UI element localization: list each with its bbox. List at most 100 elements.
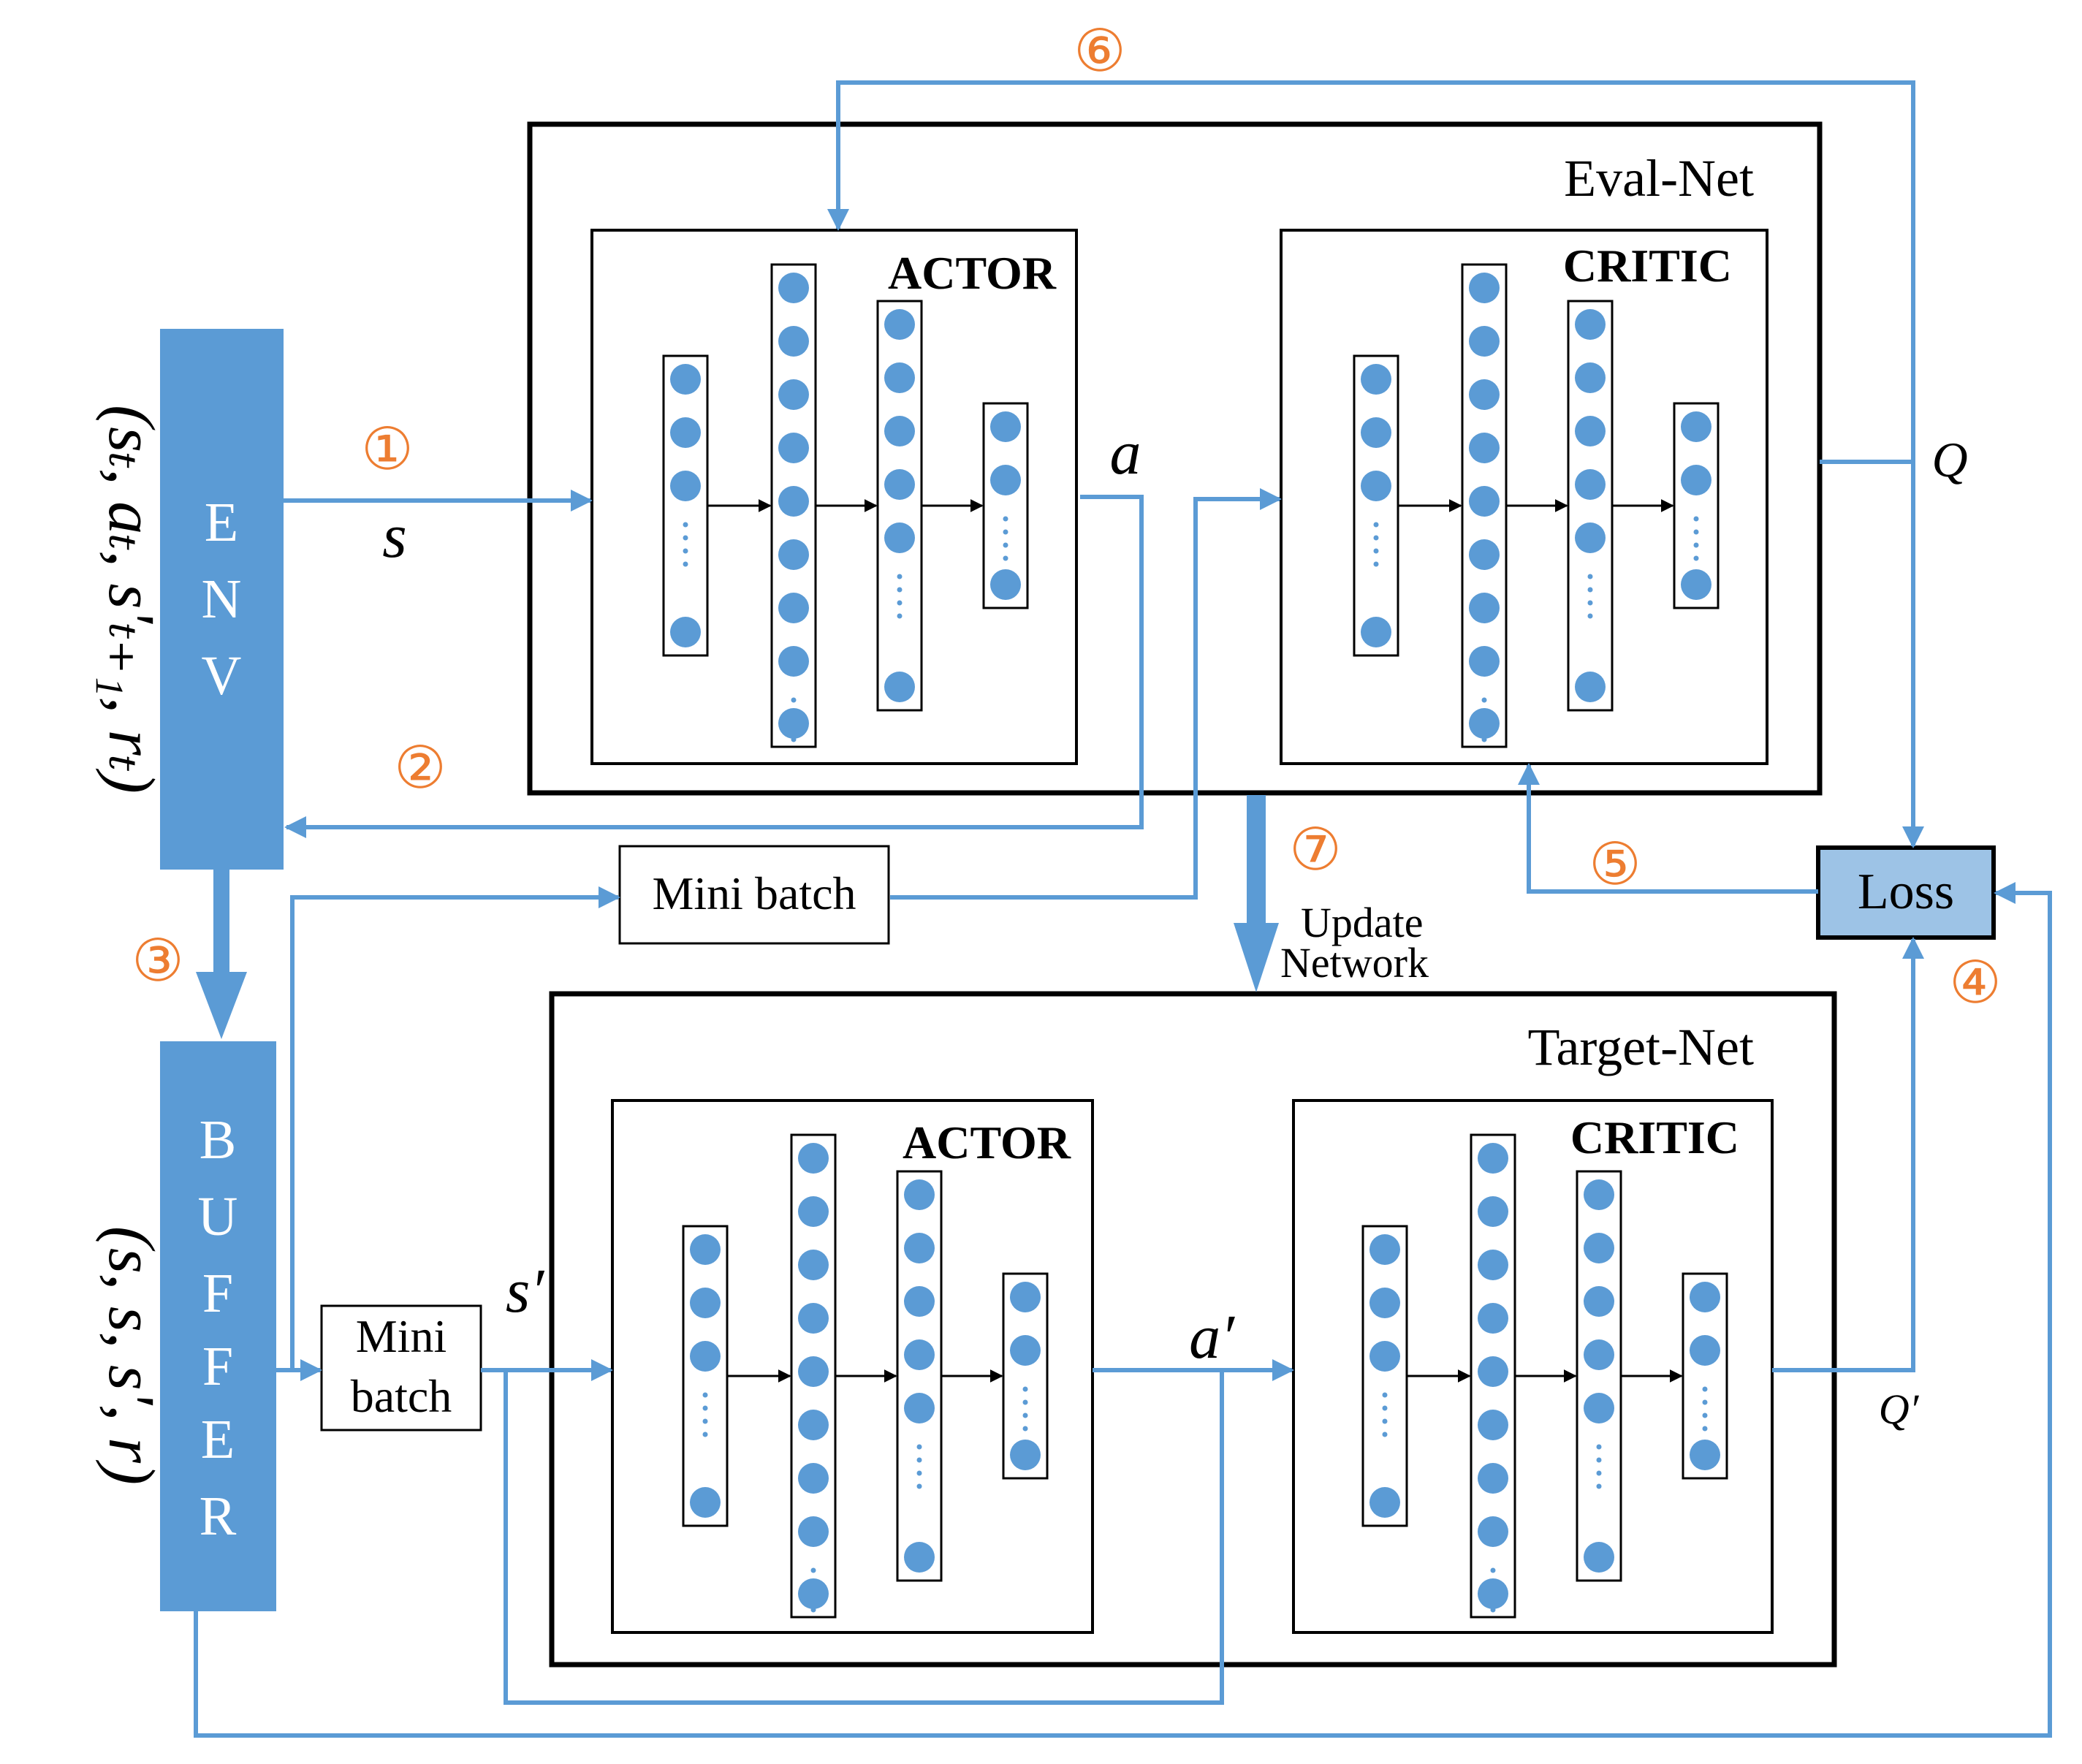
neuron-node	[1681, 569, 1711, 600]
buffer-letter: F	[202, 1263, 233, 1324]
flow-buffer-to-minibatch-top	[290, 886, 620, 1370]
neuron-node	[1681, 465, 1711, 495]
step-1: ①	[361, 418, 414, 482]
ellipsis-dot	[1693, 516, 1699, 522]
neuron-node	[904, 1393, 935, 1423]
neuron-node	[1369, 1487, 1400, 1518]
flow-q-to-actor	[827, 80, 1915, 462]
step-4: ④	[1949, 951, 2002, 1016]
neuron-node	[670, 417, 701, 448]
ellipsis-dot	[1022, 1413, 1028, 1418]
neuron-node	[778, 379, 809, 410]
step-7: ⑦	[1289, 818, 1342, 883]
env-block: E N V	[160, 329, 284, 870]
neuron-node	[990, 569, 1021, 600]
ellipsis-dot	[1702, 1413, 1708, 1418]
flow-batch-to-critic	[890, 488, 1282, 900]
ellipsis-dot	[1373, 522, 1379, 528]
update-network-arrow	[1234, 795, 1279, 992]
signal-a-prime: a′	[1189, 1301, 1235, 1372]
loss-box: Loss	[1816, 845, 1996, 940]
ellipsis-dot	[1702, 1399, 1708, 1405]
ellipsis-dot	[1003, 529, 1008, 535]
neuron-node	[1690, 1335, 1720, 1366]
update-network-label-line2: Network	[1280, 939, 1429, 986]
neuron-node	[798, 1578, 829, 1609]
ellipsis-dot	[1373, 535, 1379, 541]
ellipsis-dot	[1373, 561, 1379, 567]
step-3: ③	[132, 929, 184, 994]
neuron-node	[1584, 1393, 1614, 1423]
neuron-node	[904, 1542, 935, 1573]
buffer-letter: F	[202, 1336, 233, 1397]
neuron-node	[1478, 1356, 1508, 1387]
neuron-node	[1584, 1286, 1614, 1317]
network-layers	[662, 263, 1728, 1619]
ellipsis-dot	[1382, 1392, 1388, 1398]
ellipsis-dot	[683, 535, 688, 541]
ellipsis-dot	[1693, 555, 1699, 561]
neuron-node	[1690, 1440, 1720, 1470]
neuron-node	[1681, 411, 1711, 442]
ellipsis-dot	[1587, 613, 1593, 619]
ellipsis-dot	[1490, 1567, 1496, 1573]
flow-reward-to-loss	[194, 882, 2052, 1738]
neuron-node	[798, 1410, 829, 1440]
neuron-node	[690, 1341, 721, 1372]
signal-q-prime: Q′	[1879, 1385, 1920, 1433]
flow-q-to-loss	[1820, 460, 1924, 848]
neuron-node	[1469, 539, 1500, 570]
neuron-node	[1584, 1179, 1614, 1210]
update-network-label-line1: Update	[1301, 899, 1424, 946]
neuron-node	[884, 416, 915, 446]
ellipsis-dot	[810, 1567, 816, 1573]
neuron-node	[1010, 1440, 1041, 1470]
eval-net-title: Eval-Net	[1564, 149, 1754, 208]
eval-actor-label: ACTOR	[888, 247, 1057, 299]
mini-batch-bottom-line2: batch	[351, 1370, 452, 1422]
mini-batch-bottom-line1: Mini	[356, 1310, 447, 1362]
neuron-node	[690, 1234, 721, 1265]
ellipsis-dot	[1022, 1386, 1028, 1392]
neuron-node	[884, 362, 915, 393]
ellipsis-dot	[1587, 600, 1593, 606]
ellipsis-dot	[1382, 1405, 1388, 1411]
neuron-node	[690, 1288, 721, 1318]
ellipsis-dot	[683, 561, 688, 567]
neuron-node	[1575, 672, 1606, 702]
neuron-node	[1361, 617, 1391, 647]
neuron-node	[1575, 522, 1606, 553]
ellipsis-dot	[702, 1418, 708, 1424]
neuron-node	[778, 593, 809, 623]
eval-critic-label: CRITIC	[1563, 240, 1732, 292]
flow-loss-to-critic	[1518, 763, 1818, 894]
neuron-node	[1584, 1233, 1614, 1263]
neuron-node	[798, 1463, 829, 1494]
ellipsis-dot	[916, 1483, 922, 1489]
flow-action-to-env	[284, 495, 1144, 838]
layer-column	[682, 1225, 729, 1527]
neuron-node	[798, 1250, 829, 1280]
step-6: ⑥	[1074, 20, 1126, 84]
neuron-node	[798, 1303, 829, 1334]
ellipsis-dot	[702, 1432, 708, 1437]
mini-batch-top-label: Mini batch	[652, 867, 856, 919]
env-letter: N	[202, 569, 242, 630]
neuron-node	[1690, 1282, 1720, 1312]
neuron-node	[1369, 1234, 1400, 1265]
ellipsis-dot	[1693, 529, 1699, 535]
neuron-node	[1478, 1516, 1508, 1547]
target-actor-label: ACTOR	[903, 1117, 1071, 1168]
neuron-node	[1010, 1335, 1041, 1366]
neuron-node	[778, 273, 809, 303]
neuron-node	[1478, 1463, 1508, 1494]
neuron-node	[884, 469, 915, 500]
ellipsis-dot	[897, 613, 903, 619]
ellipsis-dot	[1481, 697, 1487, 703]
neuron-node	[990, 411, 1021, 442]
step-5: ⑤	[1589, 833, 1641, 897]
env-letter: E	[205, 492, 238, 553]
ellipsis-dot	[1373, 548, 1379, 554]
neuron-node	[1469, 273, 1500, 303]
ellipsis-dot	[791, 697, 797, 703]
